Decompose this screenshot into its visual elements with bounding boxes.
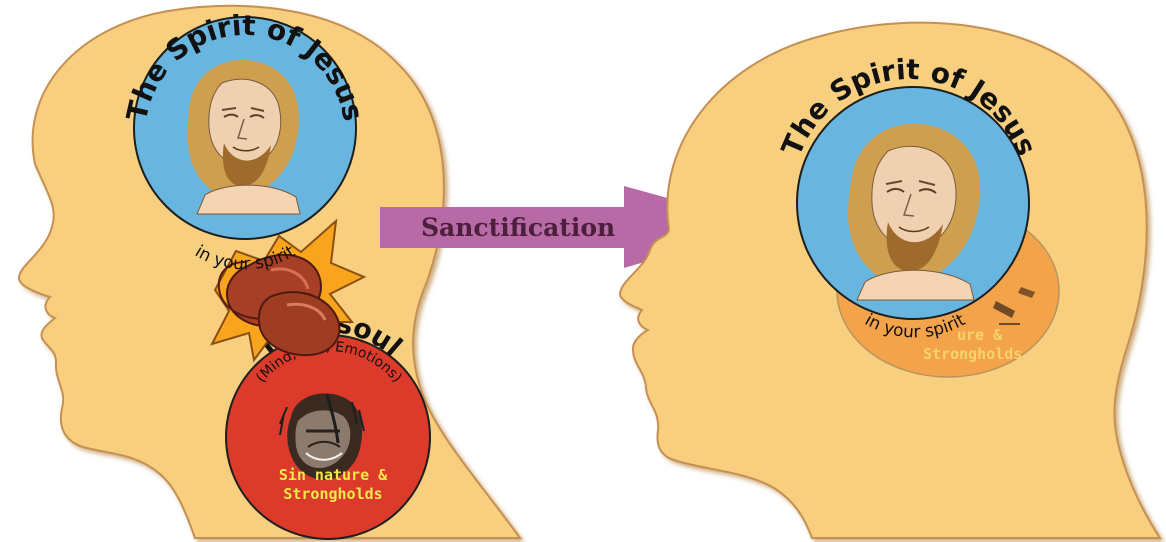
soul-faded-line-2: Strongholds bbox=[923, 345, 1022, 363]
arrow-label: Sanctification bbox=[421, 213, 615, 242]
right-head: ure & Strongholds The Spirit of Jesus in… bbox=[620, 23, 1160, 538]
left-head: Your soul (Mind, Will, Emotions) Sin nat… bbox=[19, 6, 520, 539]
soul-line-2: Strongholds bbox=[283, 485, 382, 503]
soul-line-1: Sin nature & bbox=[279, 466, 388, 484]
